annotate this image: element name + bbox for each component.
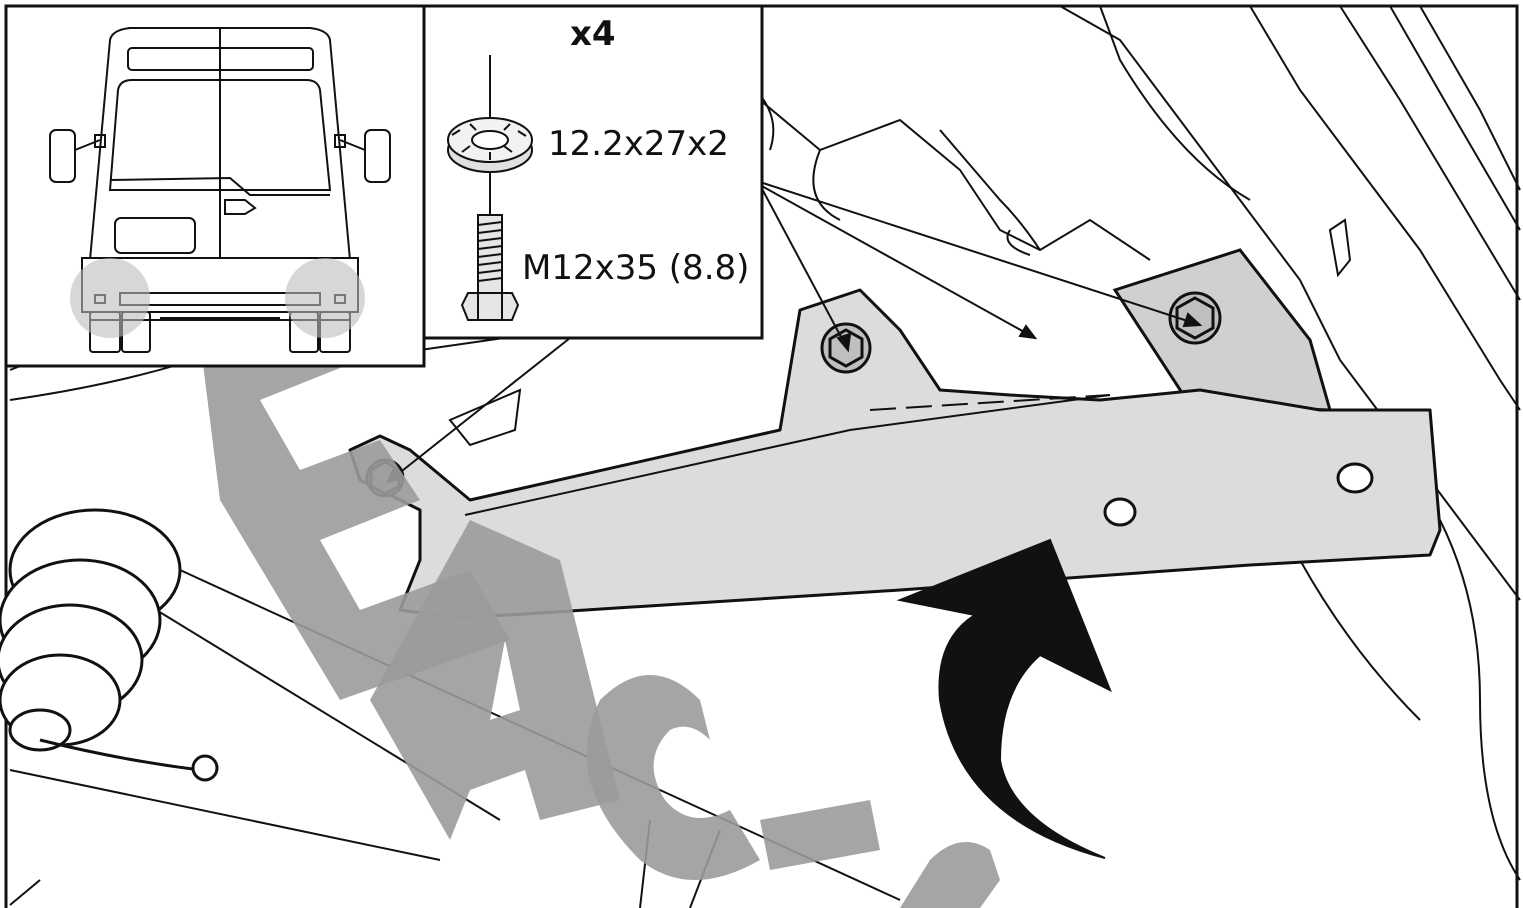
washer-spec-label: 12.2x27x2 [548,124,729,164]
bracket-hole [1103,497,1137,527]
bracket-hole [1336,462,1374,494]
rear-bracket [1112,248,1333,412]
bump-stop [0,508,219,782]
washer-icon [447,117,533,173]
bolt-icon [460,214,520,321]
mount-highlight [70,258,150,338]
bracket-fold [869,394,1111,411]
rotation-arrow [896,538,1112,859]
quantity-label: x4 [570,14,616,54]
hardware-callout [422,4,764,340]
bracket-edge [464,394,1111,516]
mount-highlight [285,258,365,338]
leader-arrows [386,181,1203,484]
bracket-bolt [1168,291,1222,345]
watermark [200,300,1000,908]
bolt-spec-label: M12x35 (8.8) [522,248,750,288]
